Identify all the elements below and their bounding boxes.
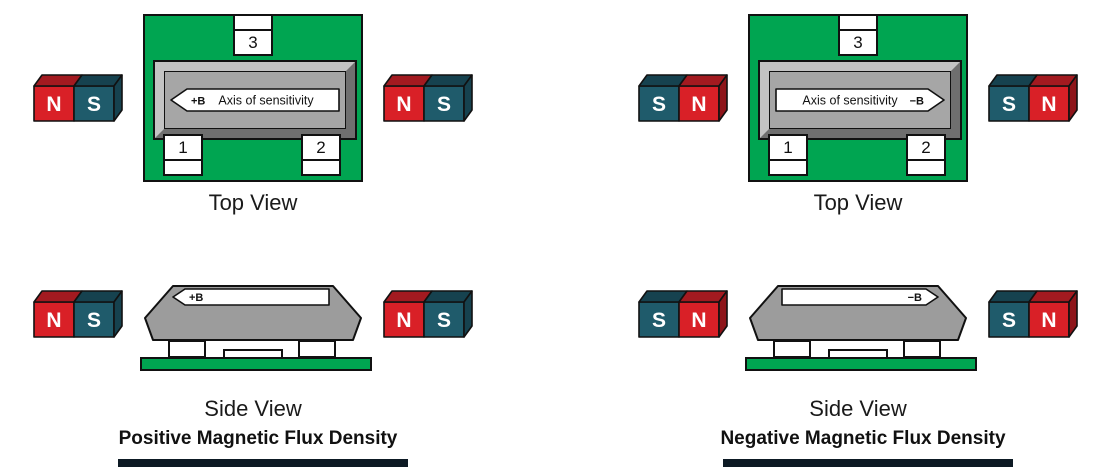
magnet-graphic: N S — [33, 74, 123, 122]
magnet-graphic: S N — [638, 290, 728, 338]
magnet-side-face — [718, 74, 728, 122]
pole-label: N — [396, 93, 411, 116]
pin-number: 2 — [906, 134, 946, 161]
pole-label: N — [1041, 93, 1056, 116]
b-field-label: +B — [191, 96, 205, 108]
pole-label: S — [437, 309, 451, 332]
top-view-caption: Top View — [208, 190, 298, 215]
pole-label: N — [46, 93, 61, 116]
pole-label: S — [87, 93, 101, 116]
panel-caption: Negative Magnetic Flux Density — [720, 428, 1006, 449]
axis-label: Axis of sensitivity — [802, 94, 898, 108]
pole-label: N — [1041, 309, 1056, 332]
pin-lead — [298, 340, 336, 358]
package-side-profile: +B — [144, 285, 362, 341]
sensitivity-arrow-side — [781, 288, 939, 306]
b-field-label: +B — [189, 292, 203, 304]
pin-3: 3 — [838, 14, 878, 56]
magnet-graphic: S N — [988, 290, 1078, 338]
pin-lead — [903, 340, 941, 358]
side-view-caption: Side View — [809, 396, 907, 421]
pole-label: N — [46, 309, 61, 332]
package-side-profile: −B — [749, 285, 967, 341]
magnet-side-right: N S — [383, 288, 475, 338]
pcb-board: 3 +B Axis of sensitivity 1 2 — [143, 14, 363, 182]
pole-label: S — [652, 309, 666, 332]
pin-3: 3 — [233, 14, 273, 56]
pin-number: 1 — [768, 134, 808, 161]
pin-lead — [906, 159, 946, 176]
magnet-top-left: N S — [33, 72, 125, 122]
pcb-strip — [745, 357, 977, 371]
pin-2: 2 — [906, 134, 946, 176]
magnet-side-right: S N — [988, 288, 1080, 338]
sensor-cavity: +B Axis of sensitivity — [165, 72, 345, 128]
magnet-top-left: S N — [638, 72, 730, 122]
panel-caption: Positive Magnetic Flux Density — [118, 428, 398, 449]
magnet-top-right: S N — [988, 72, 1080, 122]
pin-lead — [301, 159, 341, 176]
pin-1: 1 — [163, 134, 203, 176]
pole-label: S — [652, 93, 666, 116]
negative-flux-panel: S N 3 Axis of sensitivity −B 1 2 — [623, 0, 1100, 467]
magnet-side-left: N S — [33, 288, 125, 338]
magnet-side-face — [463, 290, 473, 338]
cropped-bar — [118, 459, 408, 467]
sensitivity-arrow: +B Axis of sensitivity — [170, 88, 340, 112]
pole-label: S — [87, 309, 101, 332]
positive-flux-panel: N S 3 +B Axis of sensitivity 1 2 — [18, 0, 498, 467]
pole-label: S — [1002, 309, 1016, 332]
pin-lead — [163, 159, 203, 176]
axis-label: Axis of sensitivity — [218, 94, 314, 108]
sensor-cavity: Axis of sensitivity −B — [770, 72, 950, 128]
magnet-graphic: S N — [988, 74, 1078, 122]
pin-number: 1 — [163, 134, 203, 161]
magnet-top-right: N S — [383, 72, 475, 122]
magnet-side-face — [463, 74, 473, 122]
pin-number: 3 — [838, 29, 878, 56]
side-view-caption: Side View — [204, 396, 302, 421]
pin-lead — [768, 159, 808, 176]
arrow-body — [170, 88, 340, 112]
pole-label: S — [437, 93, 451, 116]
sensor-package: Axis of sensitivity −B — [760, 62, 960, 138]
cropped-bar — [723, 459, 1013, 467]
pin-number: 3 — [233, 29, 273, 56]
pole-label: S — [1002, 93, 1016, 116]
pcb-board: 3 Axis of sensitivity −B 1 2 — [748, 14, 968, 182]
magnet-side-face — [1068, 74, 1078, 122]
side-view-assembly: +B — [138, 284, 378, 376]
magnet-graphic: N S — [33, 290, 123, 338]
magnet-side-face — [1068, 290, 1078, 338]
pole-label: N — [691, 309, 706, 332]
pole-label: N — [396, 309, 411, 332]
pin-2: 2 — [301, 134, 341, 176]
side-view-assembly: −B — [743, 284, 983, 376]
magnet-side-face — [113, 290, 123, 338]
b-field-label: −B — [908, 292, 922, 304]
pin-lead — [773, 340, 811, 358]
magnet-graphic: N S — [383, 74, 473, 122]
magnet-side-face — [718, 290, 728, 338]
sensor-package: +B Axis of sensitivity — [155, 62, 355, 138]
pin-number: 2 — [301, 134, 341, 161]
pin-lead — [168, 340, 206, 358]
magnet-side-left: S N — [638, 288, 730, 338]
sensitivity-arrow: Axis of sensitivity −B — [775, 88, 945, 112]
arrow-body — [775, 88, 945, 112]
magnet-side-face — [113, 74, 123, 122]
pcb-strip — [140, 357, 372, 371]
magnet-graphic: N S — [383, 290, 473, 338]
pin-1: 1 — [768, 134, 808, 176]
sensitivity-arrow-side — [172, 288, 330, 306]
b-field-label: −B — [910, 96, 924, 108]
magnet-graphic: S N — [638, 74, 728, 122]
top-view-caption: Top View — [813, 190, 903, 215]
pole-label: N — [691, 93, 706, 116]
